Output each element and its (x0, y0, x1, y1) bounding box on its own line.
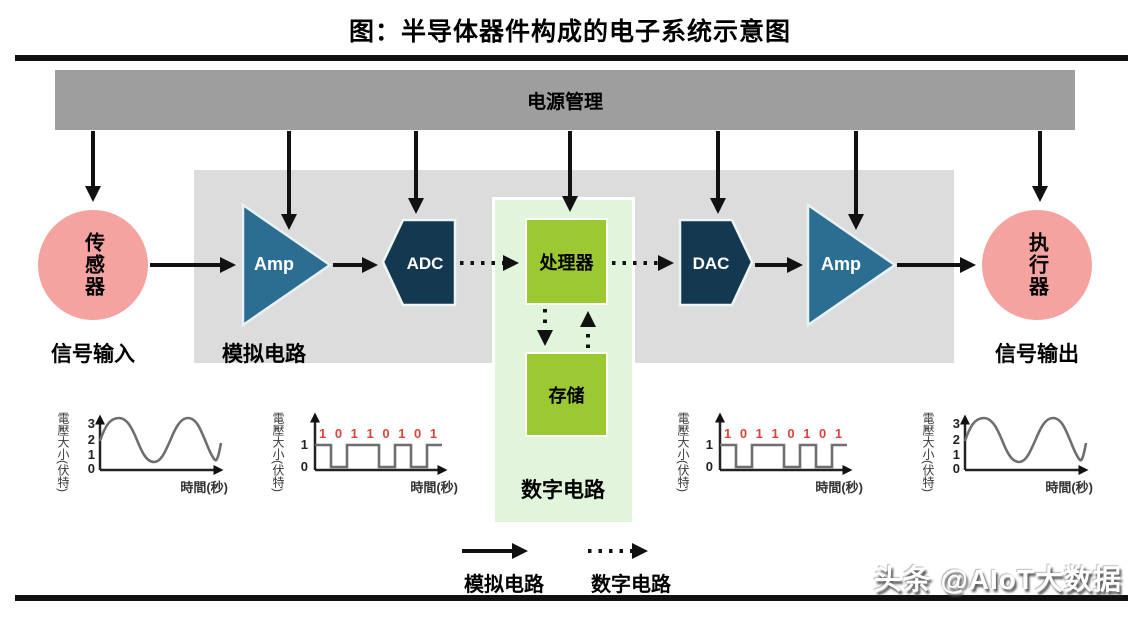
actuator-label: 执行器 (1025, 232, 1048, 298)
chart4-tick-2: 2 (952, 432, 960, 447)
storage-node: 存储 (525, 352, 608, 437)
chart4-tick-1: 1 (952, 447, 960, 462)
watermark: 头条 @AIoT大数据 (873, 564, 1122, 595)
sensor-label: 传感器 (81, 232, 104, 298)
chart3-y-axis-label: 電壓大小(伏特) (676, 412, 690, 492)
legend-solid-label: 模拟电路 (464, 574, 544, 596)
digital-region-label: 数字电路 (521, 479, 605, 502)
legend-dotted-label: 数字电路 (591, 574, 671, 596)
chart3-tick-0: 0 (705, 459, 713, 474)
square-wave (720, 443, 847, 469)
chart1-tick-2: 2 (87, 432, 95, 447)
page-title: 图：半导体器件构成的电子系统示意图 (348, 18, 791, 46)
chart4-x-axis-label: 時間(秒) (1045, 480, 1093, 495)
chart2-bit-sequence: 1 0 1 1 0 1 0 1 (319, 426, 440, 441)
chart1-tick-3: 3 (87, 416, 95, 431)
signal-output-label: 信号输出 (995, 343, 1079, 366)
dac-label: DAC (692, 254, 730, 273)
chart1-x-axis-label: 時間(秒) (180, 480, 228, 495)
power-management-bar: 电源管理 (55, 70, 1075, 130)
analog-waveform-chart-right (960, 414, 1089, 475)
chart4-tick-3: 3 (952, 416, 960, 431)
digital-waveform-chart-right (715, 412, 853, 475)
signal-input-label: 信号输入 (51, 343, 135, 366)
amp-right-label: Amp (821, 254, 861, 274)
storage-label: 存储 (548, 385, 585, 406)
chart4-y-axis-label: 電壓大小(伏特) (921, 412, 935, 492)
chart1-tick-0: 0 (87, 461, 95, 476)
power-management-label: 电源管理 (526, 91, 603, 113)
chart4-tick-0: 0 (952, 461, 960, 476)
chart2-x-axis-label: 時間(秒) (410, 480, 458, 495)
chart2-y-axis-label: 電壓大小(伏特) (271, 412, 285, 492)
amp-left-label: Amp (254, 254, 294, 274)
sensor-node: 传感器 (38, 210, 148, 320)
processor-label: 处理器 (539, 252, 594, 273)
chart1-y-axis-label: 電壓大小(伏特) (56, 412, 70, 492)
digital-waveform-chart-left (310, 412, 448, 475)
bottom-divider (15, 595, 1128, 601)
adc-label: ADC (406, 254, 444, 273)
processor-node: 处理器 (525, 218, 608, 305)
chart2-tick-1: 1 (300, 437, 308, 452)
analog-region-label: 模拟电路 (222, 343, 306, 366)
chart1-tick-1: 1 (87, 447, 95, 462)
actuator-node: 执行器 (982, 210, 1092, 320)
sine-curve (98, 416, 223, 464)
chart3-tick-1: 1 (705, 437, 713, 452)
top-divider (15, 55, 1128, 61)
chart3-bit-sequence: 1 0 1 1 0 1 0 1 (724, 426, 845, 441)
sine-curve (963, 416, 1088, 464)
square-wave (315, 443, 442, 469)
analog-waveform-chart-left (95, 414, 224, 475)
chart3-x-axis-label: 時間(秒) (815, 480, 863, 495)
chart2-tick-0: 0 (300, 459, 308, 474)
